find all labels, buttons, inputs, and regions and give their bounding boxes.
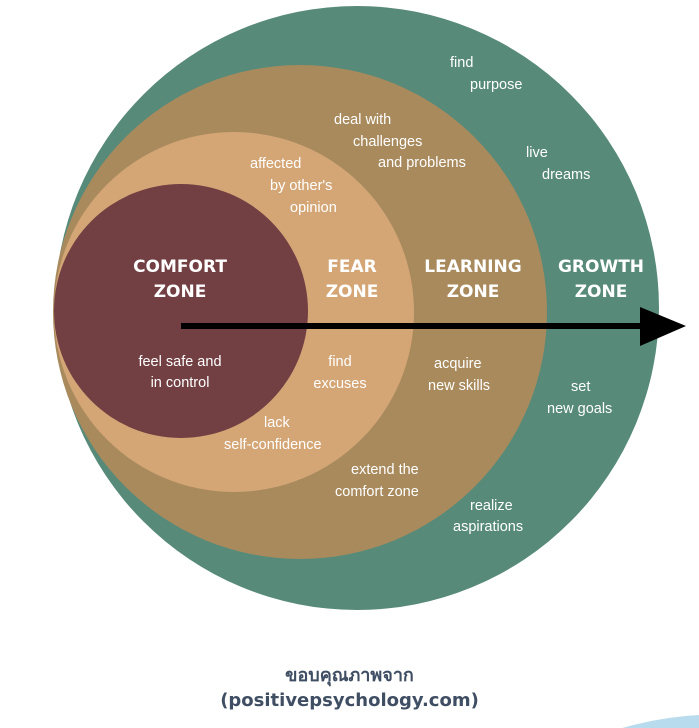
growth-item-dreams-line2: dreams (542, 167, 590, 183)
comfort-zone-diagram: COMFORT ZONE feel safe and in control FE… (53, 6, 686, 610)
corner-accent (619, 714, 699, 728)
growth-item-purpose-line2: purpose (470, 77, 522, 93)
image-credit-caption: ขอบคุณภาพจาก (285, 665, 414, 686)
growth-item-aspirations-line2: aspirations (453, 519, 523, 535)
progress-arrow-head (640, 307, 686, 346)
learning-item-extend-line2: comfort zone (335, 484, 419, 500)
comfort-zone-title-line1: COMFORT (133, 257, 227, 277)
growth-item-goals-line2: new goals (547, 401, 612, 417)
learning-zone-title-line2: ZONE (447, 282, 500, 302)
fear-item-affected-line1: affected (250, 156, 301, 172)
comfort-zone-title-line2: ZONE (154, 282, 207, 302)
learning-zone-title-line1: LEARNING (424, 257, 521, 277)
fear-zone-title-line1: FEAR (327, 257, 376, 277)
growth-zone-title-line1: GROWTH (558, 257, 644, 277)
comfort-item-line1: feel safe and (138, 354, 221, 370)
growth-item-aspirations-line1: realize (470, 498, 513, 514)
comfort-zone-circle (54, 184, 308, 438)
fear-item-excuses-line2: excuses (313, 376, 366, 392)
comfort-item-line2: in control (151, 375, 210, 391)
learning-item-skills-line2: new skills (428, 378, 490, 394)
growth-item-goals-line1: set (571, 379, 590, 395)
learning-item-challenges-line1: deal with (334, 112, 391, 128)
fear-item-excuses-line1: find (328, 354, 351, 370)
learning-item-extend-line1: extend the (351, 462, 419, 478)
growth-item-dreams-line1: live (526, 145, 548, 161)
growth-item-purpose-line1: find (450, 55, 473, 71)
learning-item-challenges-line2: challenges (353, 134, 422, 150)
image-credit-source: (positivepsychology.com) (220, 690, 479, 711)
growth-zone-title-line2: ZONE (575, 282, 628, 302)
fear-item-confidence-line2: self-confidence (224, 437, 322, 453)
fear-item-affected-line3: opinion (290, 200, 337, 216)
fear-item-confidence-line1: lack (264, 415, 291, 431)
learning-item-challenges-line3: and problems (378, 155, 466, 171)
fear-item-affected-line2: by other's (270, 178, 332, 194)
learning-item-skills-line1: acquire (434, 356, 482, 372)
fear-zone-title-line2: ZONE (326, 282, 379, 302)
